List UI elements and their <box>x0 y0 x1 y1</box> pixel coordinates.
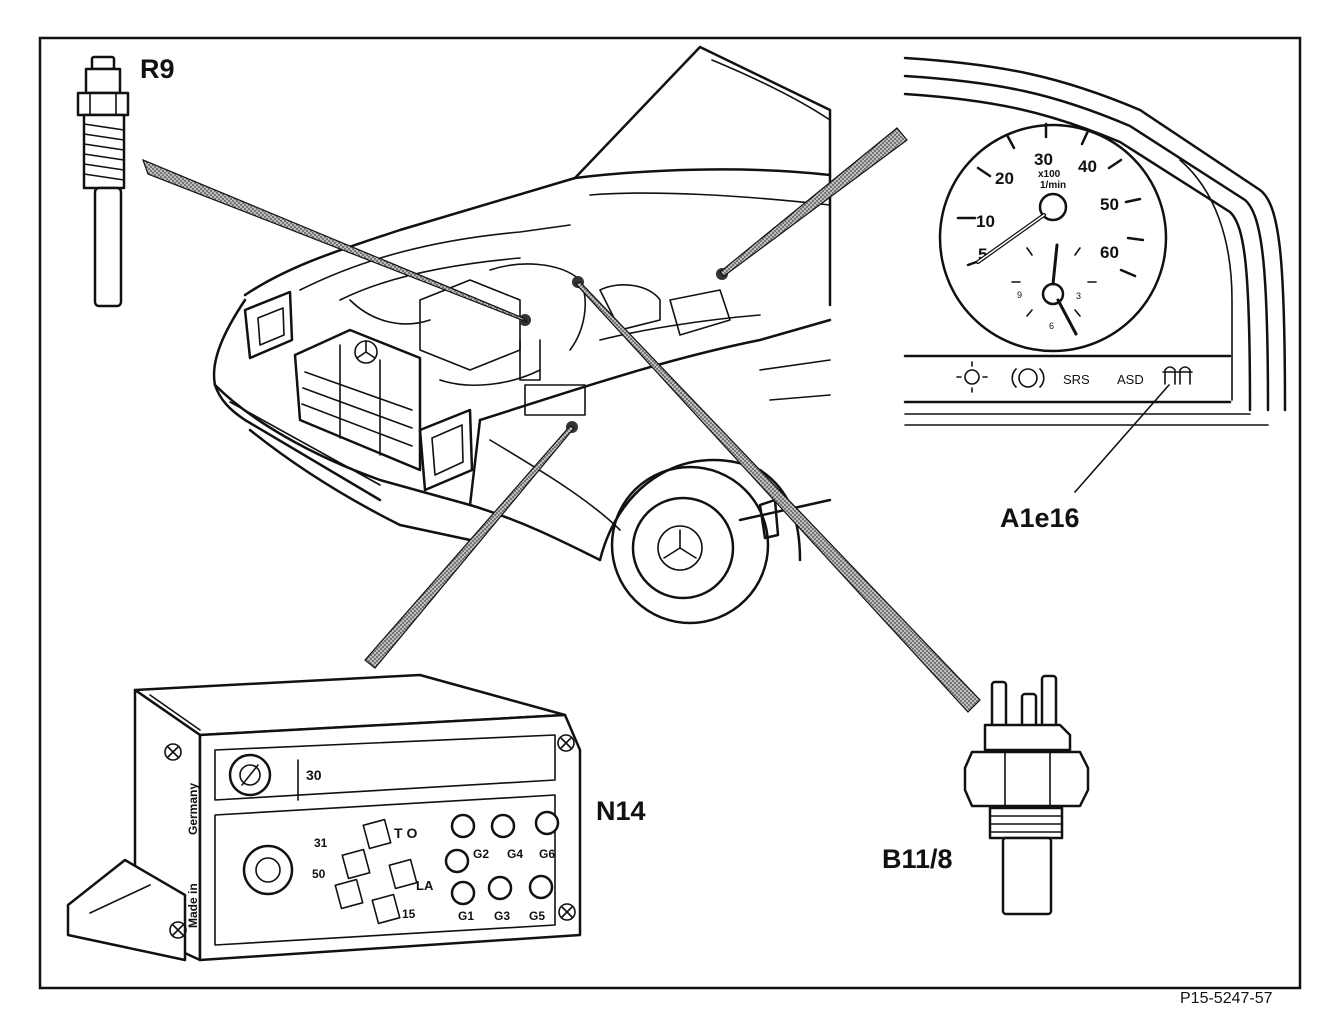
leader-n14 <box>364 425 575 669</box>
marking-g2: G2 <box>473 847 489 861</box>
figure-id: P15-5247-57 <box>1180 990 1273 1007</box>
glow-plug-connectors <box>444 810 560 906</box>
tachometer-gauge <box>938 123 1168 353</box>
control-unit-n14: Made in Germany 30 31 50 T O LA 15 G2 G4… <box>66 673 646 962</box>
tach-tick-40: 40 <box>1078 157 1097 176</box>
tach-tick-20: 20 <box>995 169 1014 188</box>
instrument-cluster: 5 10 20 30 40 50 60 x100 1/min 9 3 6 <box>903 56 1287 533</box>
leader-a1e16 <box>719 127 908 277</box>
marking-to: T O <box>394 825 417 841</box>
clock-tick-6: 6 <box>1049 321 1054 331</box>
tach-tick-60: 60 <box>1100 243 1119 262</box>
brake-warning-icon <box>1018 368 1038 388</box>
marking-germany: Germany <box>186 783 200 835</box>
tachometer-ticks <box>956 122 1145 278</box>
leader-b11-8 <box>575 281 981 713</box>
leader-lines <box>141 127 981 713</box>
marking-la: LA <box>416 878 434 893</box>
tach-tick-10: 10 <box>976 212 995 231</box>
label-r9: R9 <box>140 54 175 84</box>
tach-tick-30: 30 <box>1034 150 1053 169</box>
lamp-srs: SRS <box>1063 372 1090 387</box>
marking-30: 30 <box>306 767 322 783</box>
tach-tick-50: 50 <box>1100 195 1119 214</box>
clock-tick-9: 9 <box>1017 290 1022 300</box>
marking-31: 31 <box>314 836 328 850</box>
leader-a1e16-pointer <box>1074 384 1170 493</box>
glow-plug-indicator-icon <box>1162 366 1193 385</box>
marking-g4: G4 <box>507 847 523 861</box>
label-b11-8: B11/8 <box>882 844 953 874</box>
lamp-asd: ASD <box>1117 372 1144 387</box>
tach-unit-rpm: 1/min <box>1040 180 1066 191</box>
warning-lamp-row: SRS ASD <box>956 361 1193 393</box>
marking-g5: G5 <box>529 909 545 923</box>
car-illustration <box>212 45 832 625</box>
figure-frame <box>38 36 1302 990</box>
clock-gauge: 9 3 6 <box>1011 243 1097 336</box>
label-n14: N14 <box>596 796 646 826</box>
marking-g6: G6 <box>539 847 555 861</box>
leader-r9 <box>141 158 528 323</box>
marking-15: 15 <box>402 907 416 921</box>
label-a1e16: A1e16 <box>1000 503 1080 533</box>
tach-tick-5: 5 <box>978 245 987 264</box>
tach-unit-x100: x100 <box>1038 169 1061 180</box>
marking-g3: G3 <box>494 909 510 923</box>
clock-tick-3: 3 <box>1076 291 1081 301</box>
marking-50: 50 <box>312 867 326 881</box>
lamp-sun-icon <box>964 369 980 385</box>
marking-made-in: Made in <box>186 883 200 928</box>
coolant-sensor-b11-8: B11/8 <box>882 674 1090 916</box>
glow-plug-r9: R9 <box>76 54 175 308</box>
marking-g1: G1 <box>458 909 474 923</box>
center-post <box>242 844 294 896</box>
